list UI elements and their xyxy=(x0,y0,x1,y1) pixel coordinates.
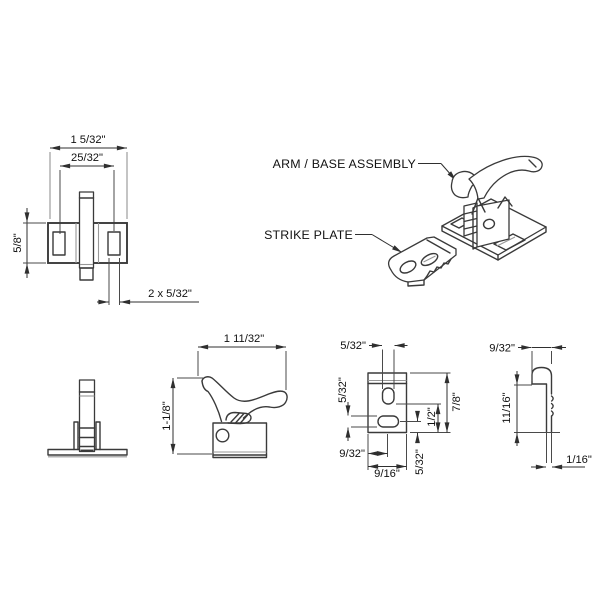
dim-plate-thickness: 1/16" xyxy=(566,454,592,466)
dim-plate-height: 7/8" xyxy=(451,392,463,412)
dim-base-width-inner: 25/32" xyxy=(71,152,103,164)
dim-leg-height: 11/16" xyxy=(501,392,513,423)
callouts: ARM / BASE ASSEMBLY STRIKE PLATE xyxy=(264,157,457,253)
strike-plate-top-view: 5/32" 5/32" 9/32" 9/16" 5/32" 1/2" 7/8" xyxy=(337,340,463,480)
dim-plate-slot-height: 5/32" xyxy=(337,377,349,403)
strike-plate-isometric xyxy=(387,236,457,287)
arm-base-assembly-isometric xyxy=(441,155,547,261)
dim-plate-slot-bottom-offset: 5/32" xyxy=(414,449,426,475)
base-front-view xyxy=(47,379,128,458)
base-top-view: 1 5/32" 25/32" 5/8" 2 x 5/32" xyxy=(12,134,199,305)
dim-arm-width: 1 11/32" xyxy=(224,333,264,345)
arm-side-view: 1 11/32" 1-1/8" xyxy=(161,333,288,459)
dim-base-height: 5/8" xyxy=(12,233,24,253)
dim-base-slot-note: 2 x 5/32" xyxy=(148,288,192,300)
dim-plate-hole-offset: 1/2" xyxy=(426,407,438,427)
dim-base-width-outer: 1 5/32" xyxy=(70,134,105,146)
dim-plate-width: 9/16" xyxy=(374,468,400,480)
strike-plate-label: STRIKE PLATE xyxy=(264,228,353,242)
dim-arm-height: 1-1/8" xyxy=(161,401,173,430)
dim-plate-slot-width: 5/32" xyxy=(340,340,366,352)
strike-plate-side-view: 9/32" 11/16" 1/16" xyxy=(489,343,592,470)
arm-base-assembly-label: ARM / BASE ASSEMBLY xyxy=(273,157,416,171)
dim-hook-width: 9/32" xyxy=(489,343,515,355)
dim-plate-slot-offset: 9/32" xyxy=(339,448,365,460)
